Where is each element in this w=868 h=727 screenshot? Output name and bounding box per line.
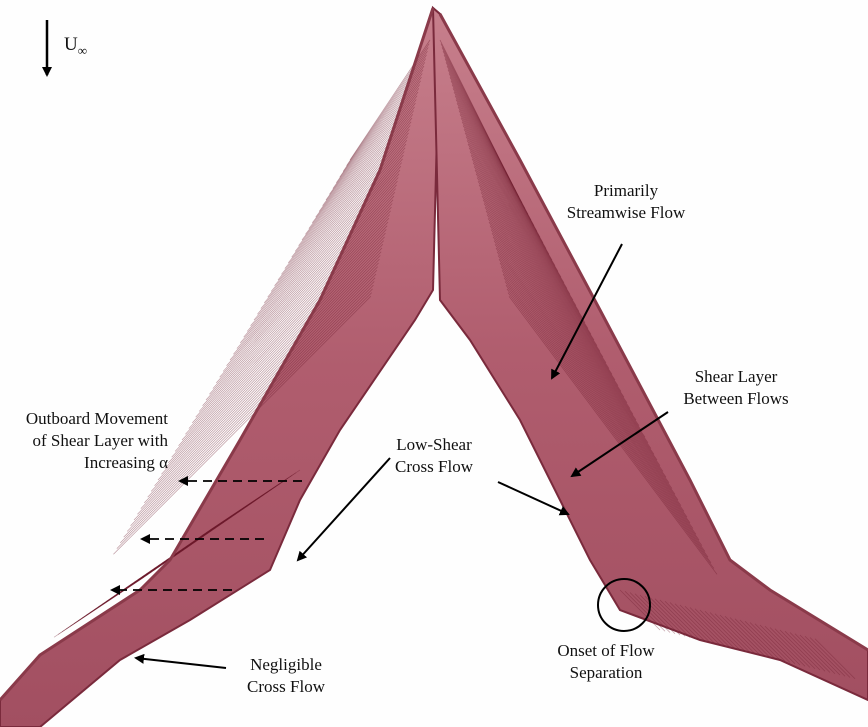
- wing-right-half: [433, 8, 868, 700]
- label-line: Between Flows: [656, 388, 816, 410]
- label-line: Separation: [536, 662, 676, 684]
- label-line: Low-Shear: [374, 434, 494, 456]
- label-line: Cross Flow: [374, 456, 494, 478]
- label-line: Primarily: [566, 180, 686, 202]
- arrow-negligible: [136, 658, 226, 668]
- label-onset-separation: Onset of Flow Separation: [536, 640, 676, 684]
- label-line: Onset of Flow: [536, 640, 676, 662]
- freestream-symbol: U: [64, 34, 78, 55]
- label-line: Cross Flow: [226, 676, 346, 698]
- label-line: Increasing α: [8, 452, 168, 474]
- label-line: Negligible: [226, 654, 346, 676]
- label-shear-layer: Shear Layer Between Flows: [656, 366, 816, 410]
- label-line: Shear Layer: [656, 366, 816, 388]
- label-primarily-streamwise: Primarily Streamwise Flow: [566, 180, 686, 224]
- wing-left-half: [0, 8, 440, 727]
- label-outboard-movement: Outboard Movement of Shear Layer with In…: [8, 408, 168, 474]
- label-low-shear: Low-Shear Cross Flow: [374, 434, 494, 478]
- label-line: of Shear Layer with: [8, 430, 168, 452]
- label-line: Streamwise Flow: [566, 202, 686, 224]
- label-negligible: Negligible Cross Flow: [226, 654, 346, 698]
- freestream-subscript: ∞: [78, 43, 87, 58]
- label-line: Outboard Movement: [8, 408, 168, 430]
- freestream-label: U∞: [64, 34, 87, 59]
